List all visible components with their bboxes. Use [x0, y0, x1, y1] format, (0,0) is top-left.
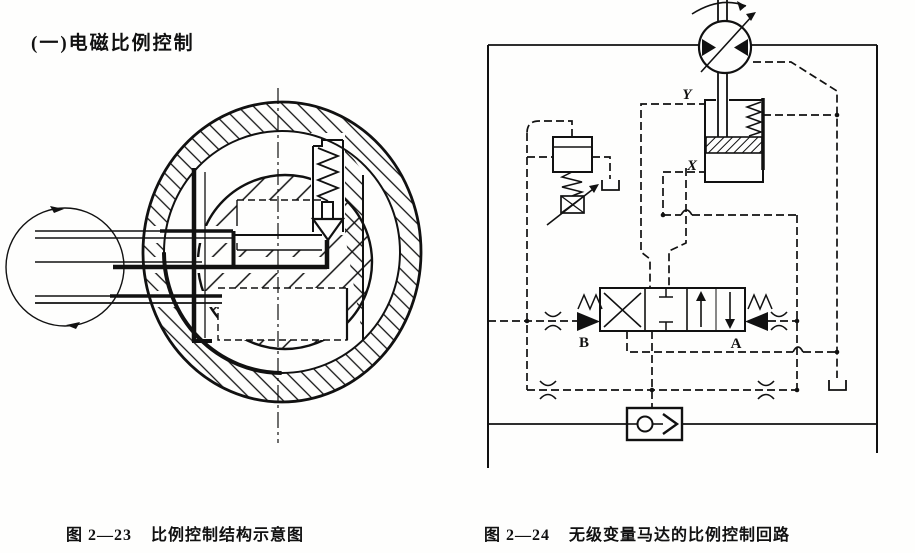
- valve-spring-right: [747, 293, 773, 311]
- hydraulic-motor: [691, 0, 756, 75]
- wire-clearance: [142, 226, 240, 243]
- label-port-x: X: [686, 158, 698, 174]
- pilot-line-x: [662, 171, 707, 215]
- figure-number: 图 2—24: [484, 527, 551, 544]
- poppet-arrow: [310, 217, 346, 242]
- figure-number: 图 2—23: [66, 527, 133, 544]
- proportional-pressure-valve: [546, 136, 599, 226]
- lower-chamber-cutout: [217, 287, 349, 341]
- solenoid-coil-circle: [5, 206, 125, 329]
- housing-outlines: [141, 100, 423, 404]
- label-port-y: Y: [682, 87, 693, 103]
- figure-title: 无级变量马达的比例控制回路: [569, 527, 791, 544]
- figure-title: 比例控制结构示意图: [151, 527, 305, 544]
- adjust-arrow: [546, 185, 598, 226]
- control-ducts: [113, 168, 364, 343]
- label-port-a: A: [731, 336, 742, 352]
- spring-zigzag: [315, 147, 341, 202]
- check-valve: [625, 406, 684, 442]
- line-hops: [680, 209, 804, 353]
- upper-chamber-cutout: [236, 199, 322, 251]
- caption-figure-2-24: 图 2—24 无级变量马达的比例控制回路: [484, 521, 790, 545]
- piston: [705, 136, 763, 154]
- control-spring-assembly: [310, 139, 346, 242]
- tank-symbols: [601, 180, 847, 391]
- solenoid-a: [745, 312, 768, 331]
- figure-proportional-structure: [5, 88, 423, 443]
- pilot-lines: [488, 61, 838, 423]
- stroke-cylinder: [704, 73, 765, 183]
- orifice-symbols: [539, 311, 788, 400]
- caption-figure-2-23: 图 2—23 比例控制结构示意图: [66, 521, 304, 545]
- main-pressure-lines: [487, 44, 878, 468]
- figure-proportional-circuit: Y X B A: [487, 0, 878, 468]
- relief-spring: [559, 171, 585, 197]
- solenoid-b: [577, 312, 600, 331]
- section-heading: (一)电磁比例控制: [31, 33, 195, 54]
- rotation-arrow: [691, 1, 747, 15]
- wire-clearance: [142, 291, 226, 307]
- proportional-directional-valve: [577, 287, 773, 332]
- variable-arrow: [700, 14, 754, 73]
- valve-spring-left: [577, 293, 603, 311]
- label-port-b: B: [579, 335, 589, 351]
- cylinder-spring: [744, 101, 764, 137]
- pilot-line-y: [640, 103, 707, 288]
- drain-line: [753, 61, 838, 378]
- solenoid-wires: [35, 229, 233, 304]
